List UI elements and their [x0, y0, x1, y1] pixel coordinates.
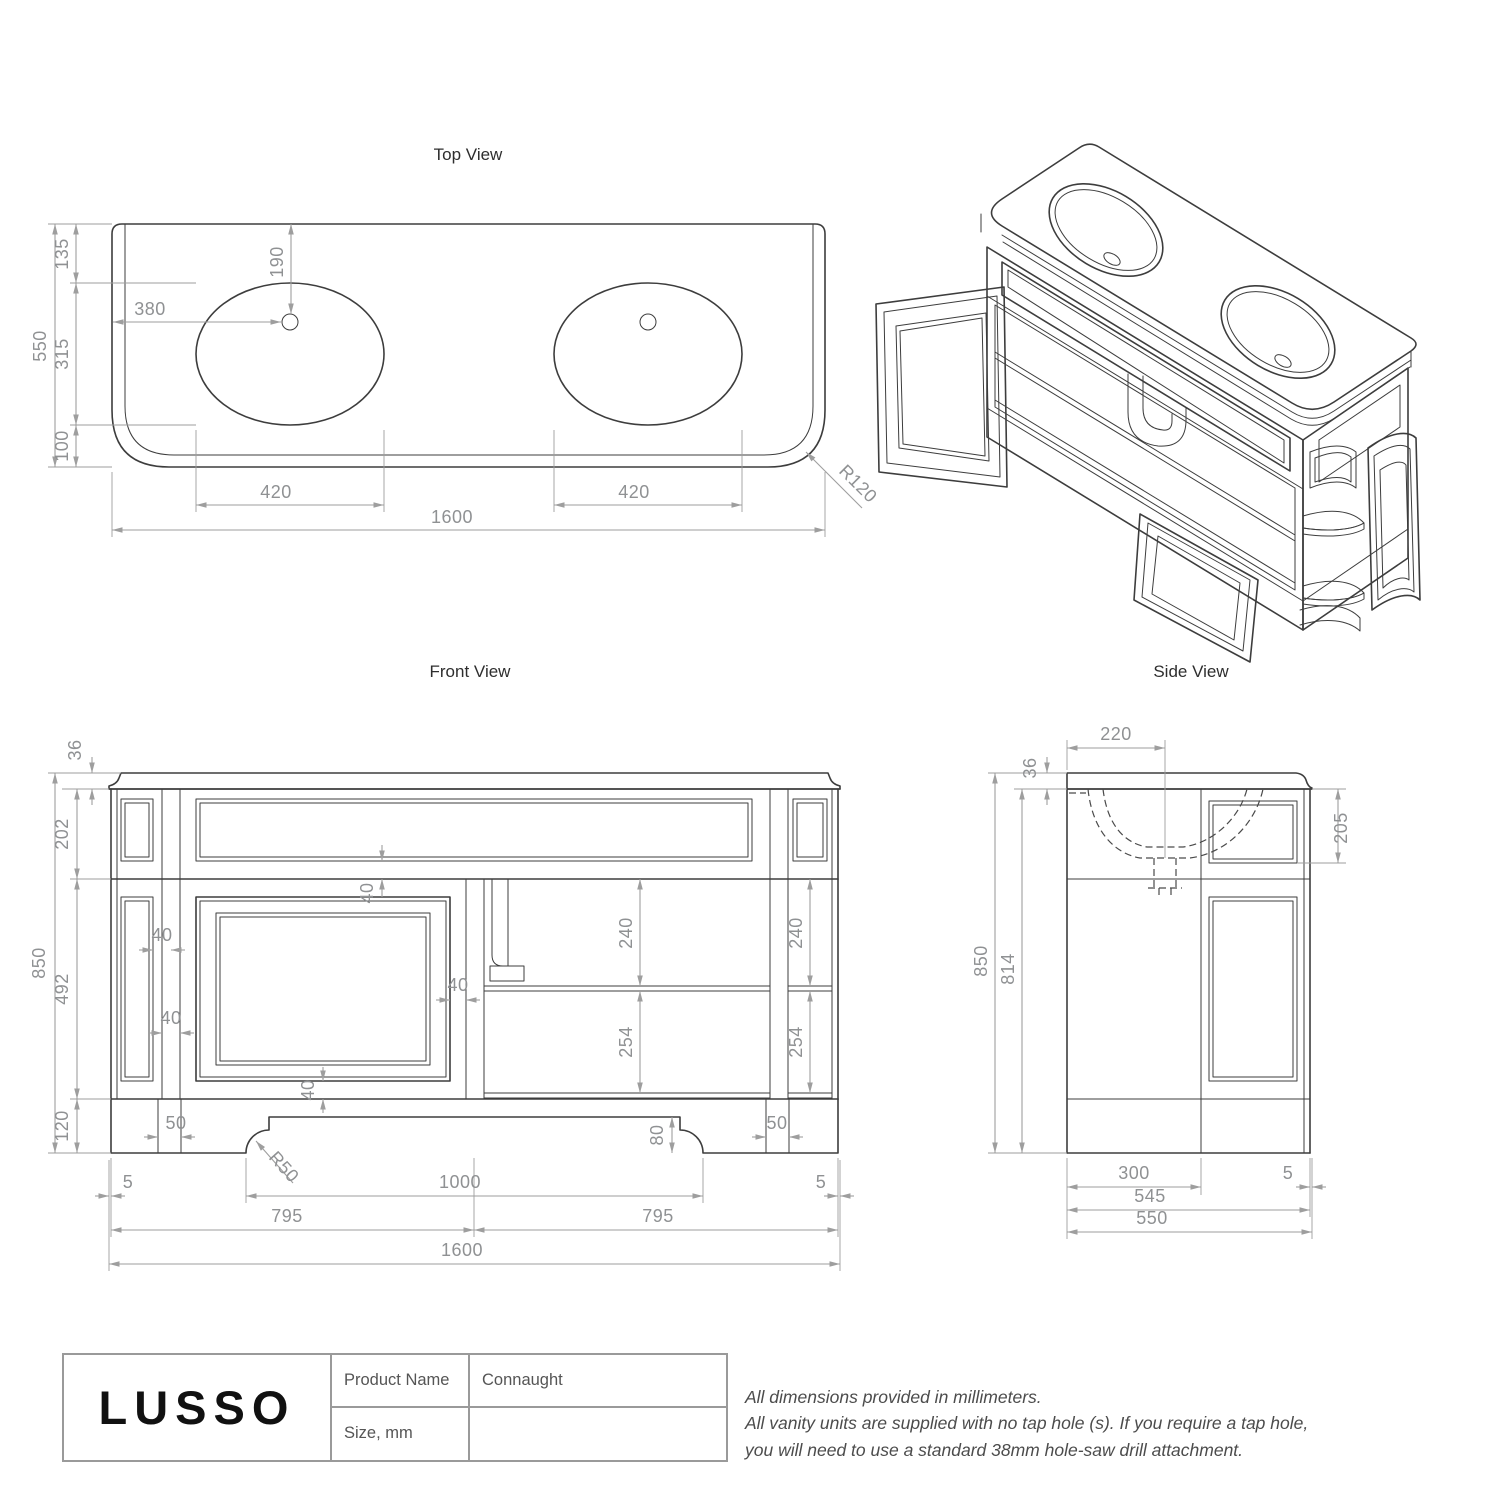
- iso-left-basin: [1048, 182, 1164, 278]
- side-top-panel: [1208, 800, 1298, 864]
- iso-right-door: [1367, 432, 1421, 611]
- front-view-title: Front View: [430, 662, 512, 681]
- dim-front-795-left: 795: [271, 1206, 303, 1226]
- dim-side-850: 850: [971, 945, 991, 977]
- dim-front-40-door-gap: 40: [447, 975, 468, 995]
- dim-r120: R120: [835, 461, 881, 507]
- front-plinth: [110, 1098, 839, 1154]
- dim-side-300: 300: [1118, 1163, 1150, 1183]
- front-view-drawing: 36 202 492 120 850 40 40 40 40 40 240 25…: [29, 739, 854, 1271]
- front-top-panel-right: [792, 798, 828, 862]
- side-view-drawing: 220 36 850 814 205 300 5 545 550: [971, 724, 1351, 1239]
- view-titles: Top View Front View Side View: [430, 145, 1230, 681]
- lusso-logo: LUSSO: [64, 1355, 332, 1460]
- left-basin: [195, 282, 385, 426]
- dim-side-545: 545: [1134, 1186, 1166, 1206]
- right-drain-hole: [639, 313, 657, 331]
- title-block: LUSSO Product Name Connaught Size, mm: [62, 1353, 728, 1462]
- dim-380: 380: [134, 299, 166, 319]
- dim-front-50-right: 50: [766, 1113, 787, 1133]
- iso-curved-drawer: [1309, 445, 1357, 489]
- dim-side-814: 814: [998, 953, 1018, 985]
- front-top-panel-left: [120, 798, 154, 862]
- drawing-notes: All dimensions provided in millimeters. …: [745, 1384, 1345, 1463]
- side-view-title: Side View: [1153, 662, 1229, 681]
- top-view-drawing: 550 135 315 100 190 380 420 420 1600 R12…: [30, 223, 881, 537]
- dim-front-r50: R50: [265, 1147, 303, 1186]
- dim-side-550: 550: [1136, 1208, 1168, 1228]
- dim-front-254-mid: 254: [616, 1026, 636, 1058]
- dim-315: 315: [52, 338, 72, 370]
- top-view-title: Top View: [434, 145, 503, 164]
- product-name-value: Connaught: [470, 1355, 726, 1408]
- iso-right-face-panel: [1318, 384, 1401, 483]
- dim-550: 550: [30, 330, 50, 362]
- side-basin-inner: [1102, 788, 1248, 848]
- side-countertop: [1066, 772, 1313, 790]
- dim-side-205: 205: [1331, 812, 1351, 844]
- dim-side-220: 220: [1100, 724, 1132, 744]
- iso-countertop: [990, 143, 1417, 411]
- dim-front-5-right: 5: [816, 1172, 827, 1192]
- side-main-panel: [1208, 896, 1298, 1082]
- size-label: Size, mm: [332, 1407, 470, 1460]
- dim-front-80: 80: [647, 1124, 667, 1145]
- iso-right-basin: [1220, 284, 1336, 380]
- product-name-label: Product Name: [332, 1355, 470, 1408]
- front-top-panel-wide: [195, 798, 753, 862]
- front-door: [195, 896, 451, 1082]
- front-cornice: [108, 772, 841, 790]
- iso-plinth-curve: [1299, 605, 1361, 632]
- dim-front-40-stile-b: 40: [160, 1008, 181, 1028]
- note-line-2: All vanity units are supplied with no ta…: [745, 1413, 1309, 1434]
- dim-front-795-right: 795: [642, 1206, 674, 1226]
- dim-420-left: 420: [260, 482, 292, 502]
- dim-front-120: 120: [52, 1110, 72, 1142]
- dim-front-240-mid: 240: [616, 917, 636, 949]
- dim-front-40-stile-a: 40: [151, 925, 172, 945]
- dim-front-36: 36: [65, 739, 85, 760]
- right-basin: [553, 282, 743, 426]
- dim-front-202: 202: [52, 818, 72, 850]
- dim-front-254-right: 254: [786, 1026, 806, 1058]
- dim-1600: 1600: [431, 507, 473, 527]
- dim-190: 190: [267, 246, 287, 278]
- countertop-outline: [111, 223, 826, 468]
- dim-front-50-left: 50: [165, 1113, 186, 1133]
- iso-view-drawing: [875, 143, 1421, 663]
- front-left-end-panel: [120, 896, 154, 1082]
- dim-side-36: 36: [1020, 757, 1040, 778]
- dim-front-240-right: 240: [786, 917, 806, 949]
- dim-front-850: 850: [29, 947, 49, 979]
- dim-front-1000: 1000: [439, 1172, 481, 1192]
- side-basin-outer: [1087, 788, 1264, 859]
- note-line-3: you will need to use a standard 38mm hol…: [745, 1439, 1244, 1460]
- iso-trap-pipe: [1127, 373, 1187, 447]
- iso-left-door: [875, 286, 1008, 488]
- dim-front-492: 492: [52, 973, 72, 1005]
- dim-front-1600: 1600: [441, 1240, 483, 1260]
- size-value: [470, 1408, 726, 1461]
- front-trap-pipe: [491, 878, 509, 967]
- iso-left-drain: [1103, 252, 1121, 266]
- dim-420-right: 420: [618, 482, 650, 502]
- dim-front-5-left: 5: [123, 1172, 134, 1192]
- dim-135: 135: [52, 238, 72, 270]
- note-line-1: All dimensions provided in millimeters.: [745, 1387, 1042, 1407]
- countertop-edge-profile: [124, 223, 814, 456]
- dim-side-5: 5: [1283, 1163, 1294, 1183]
- iso-open-cavity: [994, 304, 1296, 591]
- dim-front-40-door-bottom: 40: [298, 1079, 318, 1100]
- dim-front-40-panel-gap: 40: [357, 882, 377, 903]
- left-drain-hole: [281, 313, 299, 331]
- dim-100: 100: [52, 430, 72, 462]
- iso-right-drain: [1274, 354, 1292, 368]
- iso-bottom-door: [1133, 513, 1259, 663]
